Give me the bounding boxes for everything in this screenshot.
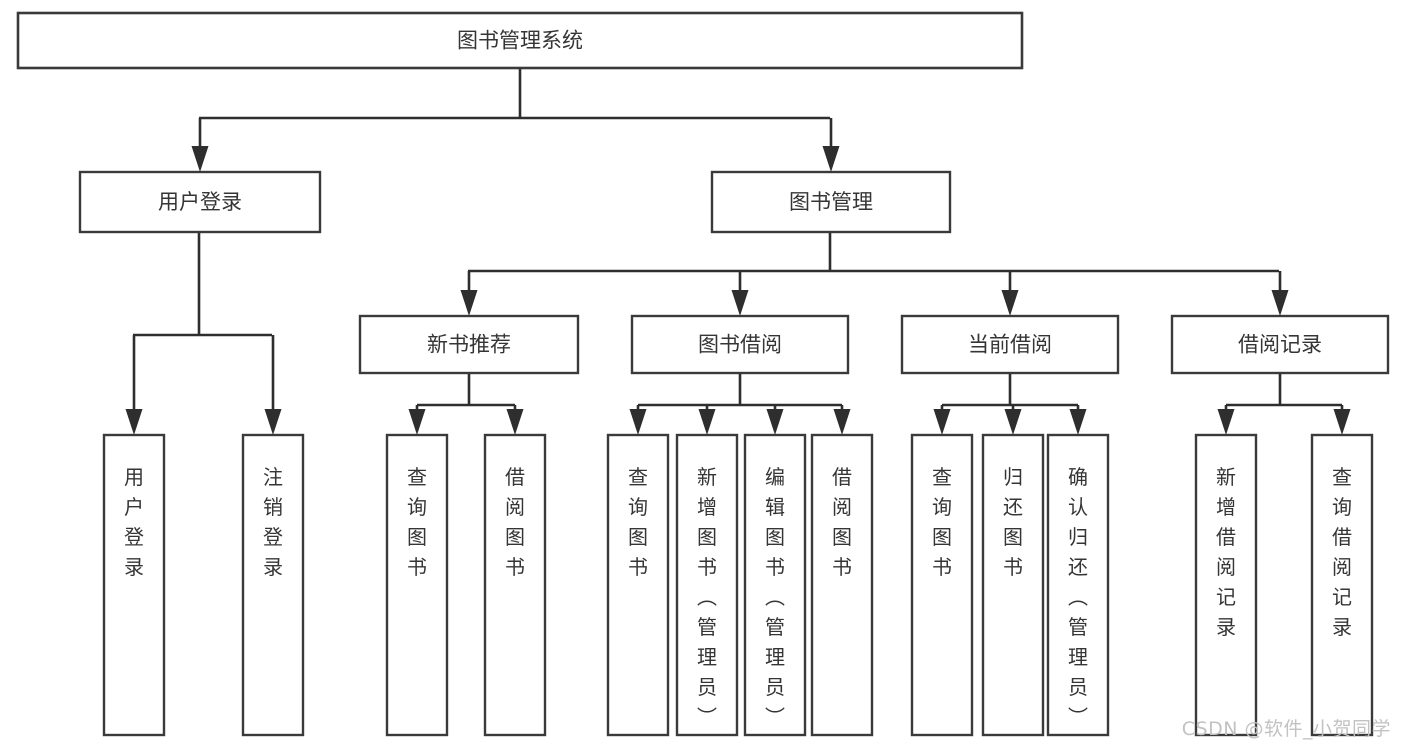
node-new-book-rec-label: 新书推荐 bbox=[427, 333, 511, 357]
node-leaf-return-book-label: 归还图书 bbox=[1003, 465, 1023, 579]
node-leaf-add-record-label: 新增借阅记录 bbox=[1216, 465, 1236, 639]
watermark: CSDN @软件_小贺同学 bbox=[1181, 718, 1391, 740]
node-leaf-edit-book-label: 编辑图书︵管理员︶ bbox=[765, 465, 785, 729]
node-leaf-return-book-box[interactable] bbox=[981, 433, 1045, 737]
connector-book-borrow-to-leaves bbox=[629, 373, 851, 435]
node-leaf-add-record-box[interactable] bbox=[1194, 433, 1258, 737]
connector-user-login-to-leaves bbox=[125, 232, 282, 435]
node-leaf-query-book-rec-box[interactable] bbox=[385, 433, 449, 737]
connector-current-borrow-to-leaves bbox=[933, 373, 1087, 435]
node-borrow-record[interactable]: 借阅记录 bbox=[1170, 314, 1390, 375]
node-book-borrow-box[interactable] bbox=[630, 314, 850, 375]
node-leaf-add-book[interactable]: 新增图书︵管理员︶ bbox=[675, 433, 739, 737]
node-leaf-borrow-book-rec-label: 借阅图书 bbox=[505, 465, 525, 579]
node-leaf-query-book-cb-label: 查询图书 bbox=[932, 465, 952, 579]
node-leaf-logout-label: 注销登录 bbox=[263, 465, 283, 579]
node-book-manage[interactable]: 图书管理 bbox=[710, 170, 952, 234]
node-root-box[interactable] bbox=[16, 11, 1024, 70]
node-leaf-logout[interactable]: 注销登录 bbox=[241, 433, 305, 737]
node-borrow-record-box[interactable] bbox=[1170, 314, 1390, 375]
node-leaf-borrow-book-rec[interactable]: 借阅图书 bbox=[483, 433, 547, 737]
node-current-borrow-box[interactable] bbox=[900, 314, 1120, 375]
node-leaf-borrow-book-bb-box[interactable] bbox=[810, 433, 874, 737]
node-leaf-query-book-cb-box[interactable] bbox=[910, 433, 974, 737]
node-leaf-query-book-bb[interactable]: 查询图书 bbox=[606, 433, 670, 737]
connector-root-to-level1 bbox=[191, 68, 840, 172]
node-user-login-box[interactable] bbox=[78, 170, 322, 234]
node-new-book-rec-box[interactable] bbox=[358, 314, 580, 375]
node-book-manage-label: 图书管理 bbox=[789, 190, 873, 214]
connector-book-manage-to-level2 bbox=[460, 232, 1289, 316]
node-leaf-return-book[interactable]: 归还图书 bbox=[981, 433, 1045, 737]
connector-new-book-rec-to-leaves bbox=[408, 373, 524, 435]
node-leaf-query-book-rec[interactable]: 查询图书 bbox=[385, 433, 449, 737]
node-leaf-add-record[interactable]: 新增借阅记录 bbox=[1194, 433, 1258, 737]
node-leaf-query-book-rec-label: 查询图书 bbox=[407, 465, 427, 579]
node-leaf-edit-book[interactable]: 编辑图书︵管理员︶ bbox=[743, 433, 807, 737]
node-leaf-query-book-bb-box[interactable] bbox=[606, 433, 670, 737]
node-borrow-record-label: 借阅记录 bbox=[1238, 333, 1322, 357]
node-root-label: 图书管理系统 bbox=[457, 29, 583, 53]
node-current-borrow-label: 当前借阅 bbox=[968, 333, 1052, 357]
node-leaf-user-login-label: 用户登录 bbox=[124, 465, 144, 579]
node-leaf-user-login-box[interactable] bbox=[102, 433, 166, 737]
nodes-layer: 图书管理系统用户登录图书管理新书推荐图书借阅当前借阅借阅记录用户登录注销登录查询… bbox=[16, 11, 1390, 737]
node-leaf-add-book-box[interactable] bbox=[675, 433, 739, 737]
node-book-borrow[interactable]: 图书借阅 bbox=[630, 314, 850, 375]
node-leaf-borrow-book-bb[interactable]: 借阅图书 bbox=[810, 433, 874, 737]
node-user-login[interactable]: 用户登录 bbox=[78, 170, 322, 234]
node-leaf-borrow-book-rec-box[interactable] bbox=[483, 433, 547, 737]
node-leaf-confirm-return-label: 确认归还︵管理员︶ bbox=[1068, 465, 1088, 729]
node-leaf-edit-book-box[interactable] bbox=[743, 433, 807, 737]
node-leaf-query-record[interactable]: 查询借阅记录 bbox=[1310, 433, 1374, 737]
connector-borrow-record-to-leaves bbox=[1217, 373, 1351, 435]
node-leaf-add-book-label: 新增图书︵管理员︶ bbox=[697, 465, 717, 729]
node-leaf-borrow-book-bb-label: 借阅图书 bbox=[832, 465, 852, 579]
node-leaf-confirm-return[interactable]: 确认归还︵管理员︶ bbox=[1046, 433, 1110, 737]
node-leaf-query-book-cb[interactable]: 查询图书 bbox=[910, 433, 974, 737]
node-leaf-logout-box[interactable] bbox=[241, 433, 305, 737]
node-leaf-user-login[interactable]: 用户登录 bbox=[102, 433, 166, 737]
node-book-borrow-label: 图书借阅 bbox=[698, 333, 782, 357]
node-current-borrow[interactable]: 当前借阅 bbox=[900, 314, 1120, 375]
connectors-layer bbox=[125, 68, 1351, 435]
node-leaf-confirm-return-box[interactable] bbox=[1046, 433, 1110, 737]
node-root[interactable]: 图书管理系统 bbox=[16, 11, 1024, 70]
node-leaf-query-record-label: 查询借阅记录 bbox=[1332, 465, 1352, 639]
node-book-manage-box[interactable] bbox=[710, 170, 952, 234]
node-leaf-query-record-box[interactable] bbox=[1310, 433, 1374, 737]
node-user-login-label: 用户登录 bbox=[158, 190, 242, 214]
node-new-book-rec[interactable]: 新书推荐 bbox=[358, 314, 580, 375]
node-leaf-query-book-bb-label: 查询图书 bbox=[628, 465, 648, 579]
